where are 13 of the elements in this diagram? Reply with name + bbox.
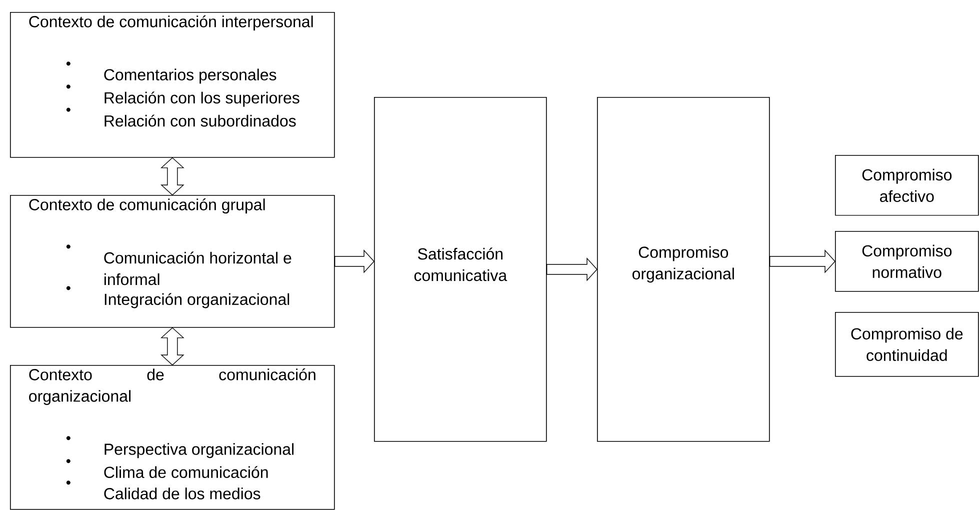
block-arrow [160,327,184,366]
context-box: Contexto de comunicación grupal Comunicación horizontal e informal Integración organizacional [10,195,335,328]
block-arrow [546,257,598,282]
concept-box: Compromiso normativo [835,231,979,292]
context-box: Contexto de comunicación interpersonal Comentarios personales Relación con los superiores Relación con subordinados [10,12,335,158]
block-arrow [334,249,374,274]
concept-box: Compromiso afectivo [835,155,979,216]
concept-box: Compromiso de continuidad [835,312,979,377]
context-box: Contexto de comunicación organizacional Perspectiva organizacional Clima de comunicación Calidad de los medios [10,365,335,510]
block-arrow [160,157,184,196]
concept-box: Compromiso organizacional [597,97,770,442]
block-arrow [769,249,836,274]
concept-box: Satisfacción comunicativa [374,97,547,442]
